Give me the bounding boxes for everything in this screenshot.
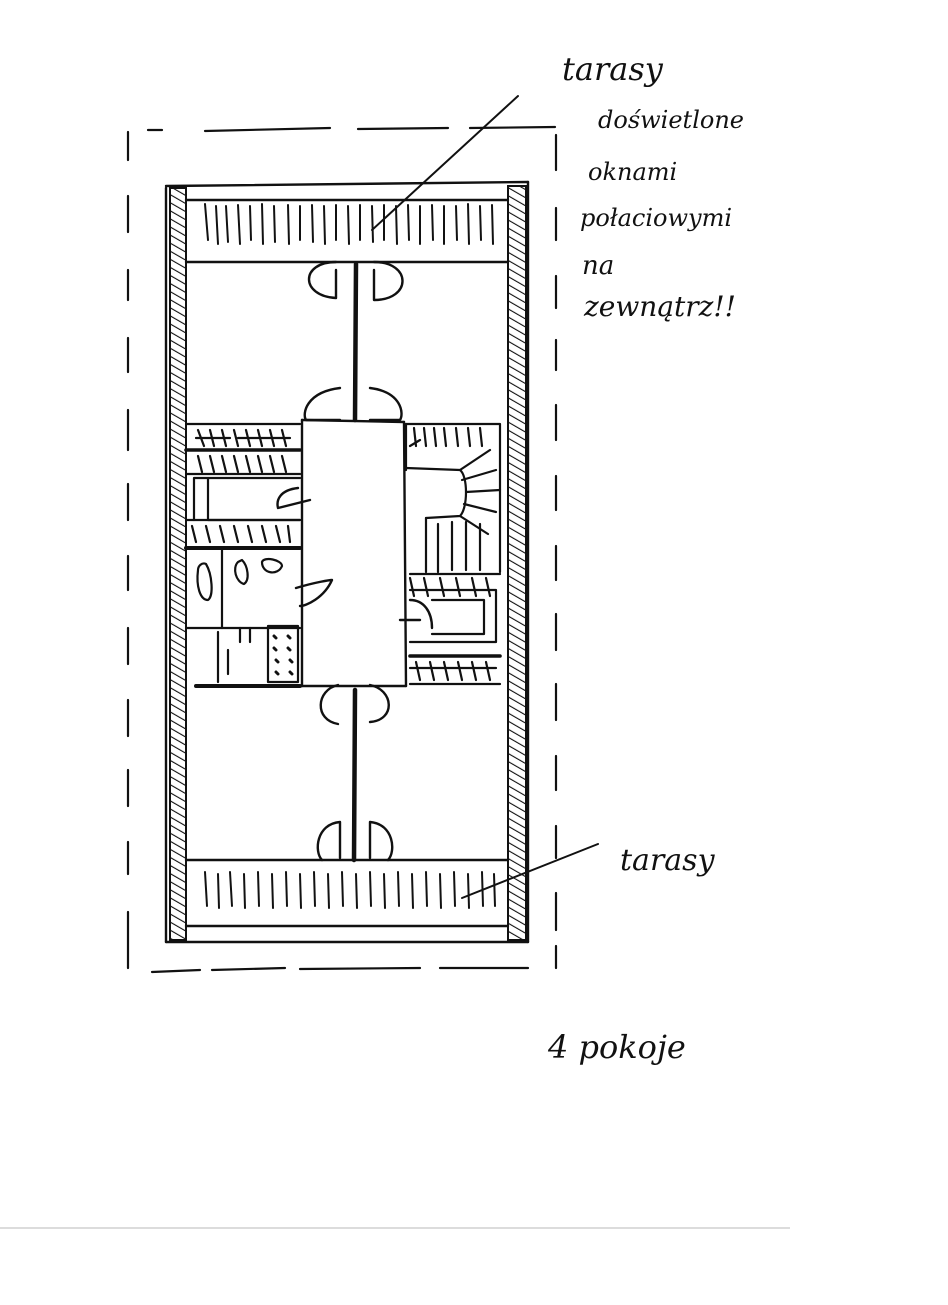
upper-annotation: tarasy doświetlone oknami połaciowymi na… <box>562 50 744 323</box>
lower-annotation: tarasy <box>620 843 716 878</box>
note-line-6: zewnątrz!! <box>583 290 736 323</box>
top-terrace <box>184 203 510 264</box>
note-line-1: tarasy <box>562 50 664 88</box>
leader-lines <box>371 95 599 899</box>
building-outline <box>164 180 530 944</box>
right-staircase-and-storage <box>404 422 502 686</box>
bottom-terrace <box>184 858 510 909</box>
note-line-2: doświetlone <box>598 106 744 134</box>
room-count-note: 4 pokoje <box>547 1028 686 1066</box>
note-line-5: na <box>582 251 614 281</box>
left-storage-and-bathroom <box>184 422 302 688</box>
note-line-3: oknami <box>588 158 677 186</box>
note-line-4: połaciowymi <box>580 204 732 232</box>
roof-outline <box>126 125 558 974</box>
outer-walls <box>169 185 527 941</box>
central-hall <box>300 418 408 688</box>
partition-walls <box>351 261 359 863</box>
